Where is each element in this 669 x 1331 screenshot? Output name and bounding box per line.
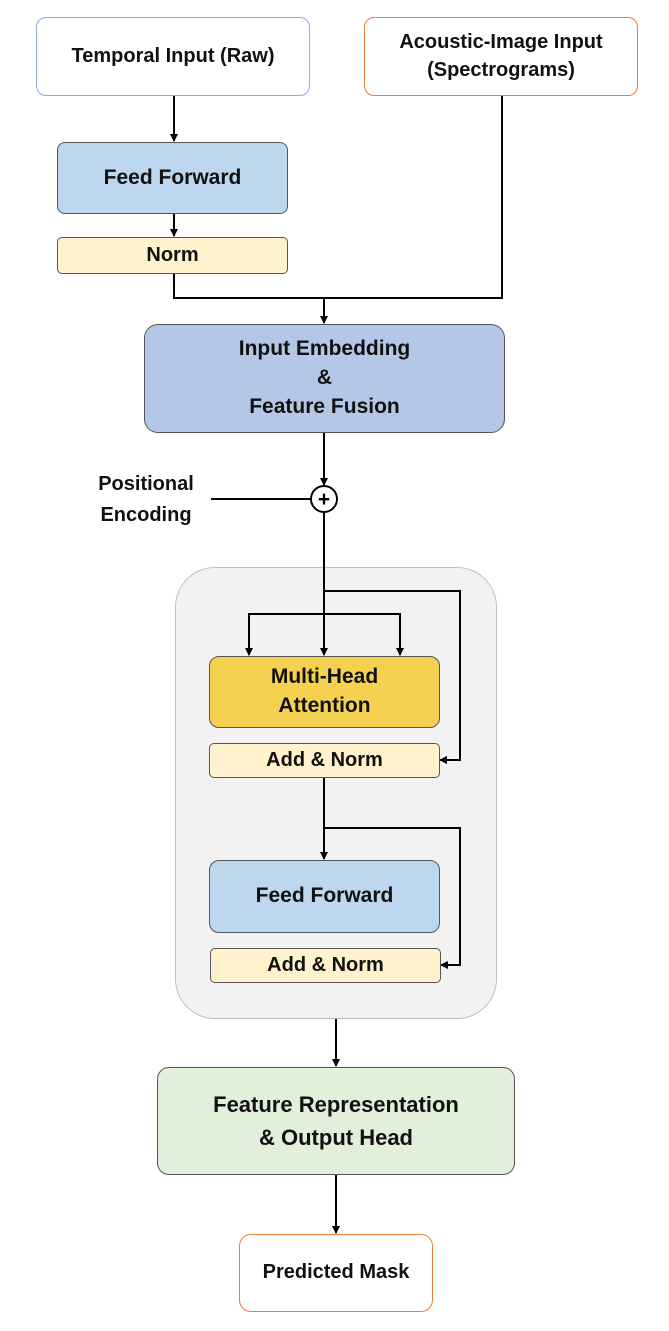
add-norm-2-label: Add & Norm: [267, 953, 384, 976]
edge-norm-to-embedding: [173, 274, 328, 324]
edge-acoustic-to-embedding: [324, 96, 503, 299]
feed-forward-top-node: Feed Forward: [57, 142, 288, 214]
acoustic-input-label-line1: Acoustic-Image Input: [399, 30, 603, 53]
transformer-block: [175, 567, 497, 1019]
add-norm-2-node: Add & Norm: [210, 948, 441, 983]
predicted-mask-node: Predicted Mask: [239, 1234, 433, 1312]
positional-encoding-line2: Encoding: [100, 504, 192, 526]
edge-sum-to-attention-right: [324, 613, 404, 656]
add-norm-1-node: Add & Norm: [209, 743, 440, 778]
temporal-input-node: Temporal Input (Raw): [36, 17, 310, 96]
add-norm-1-label: Add & Norm: [266, 748, 383, 771]
acoustic-input-node: Acoustic-Image Input (Spectrograms): [364, 17, 638, 96]
multi-head-attention-node: Multi-Head Attention: [209, 656, 440, 728]
input-embedding-label-line3: Feature Fusion: [249, 394, 400, 418]
multi-head-attention-line2: Attention: [278, 694, 371, 717]
input-embedding-node: Input Embedding & Feature Fusion: [144, 324, 505, 433]
feed-forward-block-label: Feed Forward: [255, 884, 394, 908]
multi-head-attention-line1: Multi-Head: [270, 665, 379, 689]
norm-top-node: Norm: [57, 237, 288, 274]
feature-representation-node: Feature Representation & Output Head: [157, 1067, 515, 1175]
edge-sum-to-attention-left: [245, 613, 324, 656]
feature-representation-line2: & Output Head: [259, 1125, 413, 1150]
input-embedding-label-line2: &: [316, 366, 333, 390]
edge-residual-1: [324, 590, 461, 764]
acoustic-input-label-line2: (Spectrograms): [427, 58, 575, 81]
edge-residual-2: [324, 827, 461, 969]
norm-top-label: Norm: [146, 243, 199, 266]
sum-glyph: +: [318, 488, 330, 511]
feature-representation-line1: Feature Representation: [213, 1092, 459, 1117]
feed-forward-top-label: Feed Forward: [103, 165, 242, 189]
input-embedding-label-line1: Input Embedding: [238, 337, 411, 361]
positional-encoding-line1: Positional: [98, 473, 194, 495]
feed-forward-block-node: Feed Forward: [209, 860, 440, 933]
temporal-input-label: Temporal Input (Raw): [71, 44, 275, 67]
positional-encoding-label: Positional Encoding: [82, 469, 210, 531]
predicted-mask-label: Predicted Mask: [262, 1261, 410, 1284]
sum-symbol: +: [310, 485, 338, 513]
